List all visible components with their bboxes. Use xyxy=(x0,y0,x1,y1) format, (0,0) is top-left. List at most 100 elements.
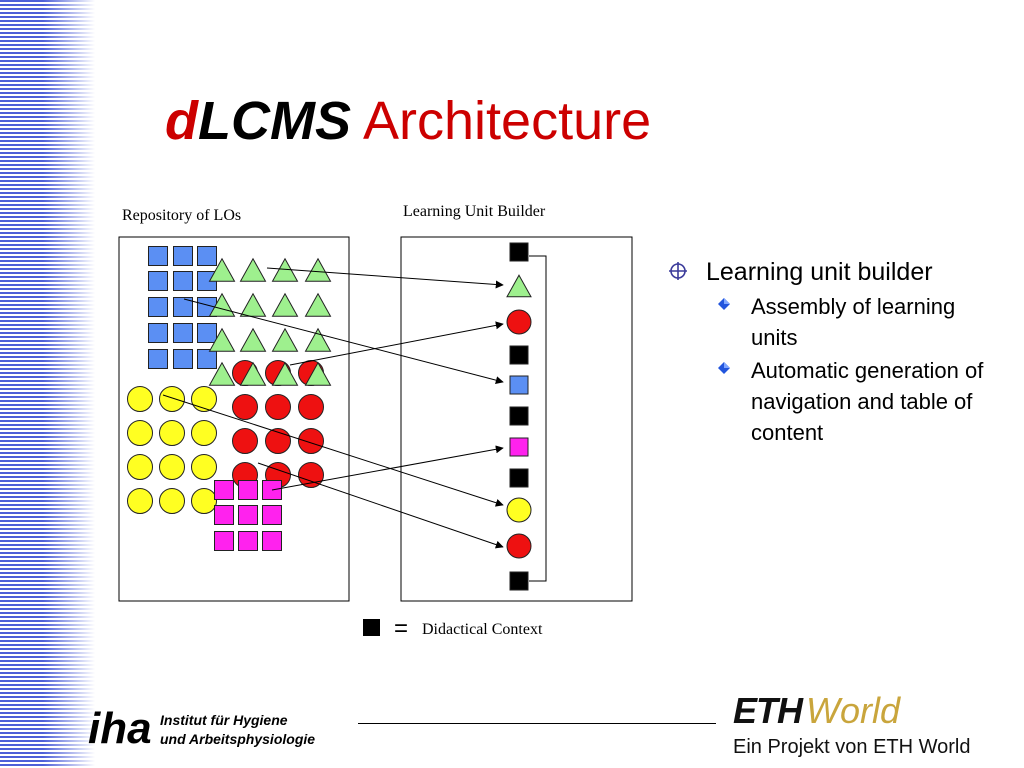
yellow-circle-lo xyxy=(127,420,153,446)
subbullet-assembly: Assembly of learning units xyxy=(668,291,998,353)
arrow-red-circle-2 xyxy=(257,462,504,549)
bullet-text: Learning unit builder xyxy=(706,258,933,286)
diamond-bullet-icon xyxy=(718,298,730,310)
unit-magenta-square xyxy=(509,437,529,457)
builder-box xyxy=(400,236,633,602)
arrow-yellow-circle xyxy=(162,394,504,507)
green-triangle-lo xyxy=(239,361,267,386)
title-architecture: Architecture xyxy=(363,91,652,151)
magenta-square-lo xyxy=(214,531,234,551)
green-triangle-lo xyxy=(208,327,236,352)
green-triangle-lo xyxy=(271,292,299,317)
footer-divider xyxy=(358,723,716,724)
legend-equals: = xyxy=(394,615,408,642)
unit-red-circle xyxy=(506,309,532,335)
slide-title: dLCMS Architecture xyxy=(165,86,651,156)
yellow-circle-lo xyxy=(127,488,153,514)
arrow-red-circle xyxy=(289,321,504,366)
blue-square-lo xyxy=(148,246,168,266)
arrow-blue-square xyxy=(183,298,504,385)
green-triangle-lo xyxy=(304,292,332,317)
blue-square-lo xyxy=(173,323,193,343)
red-circle-lo xyxy=(232,428,258,454)
green-triangle-lo xyxy=(208,361,236,386)
unit-green-triangle xyxy=(506,274,532,298)
arrow-magenta-square xyxy=(271,445,504,491)
yellow-circle-lo xyxy=(191,488,217,514)
red-circle-lo xyxy=(265,394,291,420)
crosshair-bullet-icon xyxy=(669,262,687,280)
didactical-context-square xyxy=(509,571,529,591)
iha-line-1: Institut für Hygiene xyxy=(160,712,288,728)
iha-institute-name: Institut für Hygiene und Arbeitsphysiolo… xyxy=(160,711,315,749)
iha-logo-mark: iha xyxy=(88,704,152,753)
yellow-circle-lo xyxy=(191,454,217,480)
green-triangle-lo xyxy=(304,361,332,386)
blue-square-lo xyxy=(173,349,193,369)
blue-square-lo xyxy=(197,246,217,266)
magenta-square-lo xyxy=(214,480,234,500)
blue-square-lo xyxy=(197,323,217,343)
magenta-square-lo xyxy=(262,531,282,551)
legend-text: Didactical Context xyxy=(422,621,543,638)
green-triangle-lo xyxy=(239,257,267,282)
unit-yellow-circle xyxy=(506,497,532,523)
red-circle-lo xyxy=(232,394,258,420)
yellow-circle-lo xyxy=(159,420,185,446)
context-legend-square xyxy=(363,619,380,636)
didactical-context-square xyxy=(509,406,529,426)
unit-red-circle xyxy=(506,533,532,559)
blue-square-lo xyxy=(173,246,193,266)
green-triangle-lo xyxy=(304,327,332,352)
red-circle-lo xyxy=(298,462,324,488)
yellow-circle-lo xyxy=(159,454,185,480)
red-circle-lo xyxy=(298,428,324,454)
yellow-circle-lo xyxy=(159,488,185,514)
diamond-bullet-icon xyxy=(718,362,730,374)
blue-square-lo xyxy=(148,323,168,343)
decorative-stripe-bar xyxy=(0,0,95,768)
arrow-triangle xyxy=(266,267,504,289)
repository-items xyxy=(127,246,332,551)
sequence-bracket xyxy=(529,255,547,582)
magenta-square-lo xyxy=(238,505,258,525)
red-circle-lo xyxy=(298,394,324,420)
learning-unit-items xyxy=(506,242,532,591)
eth-bold-text: ETH xyxy=(733,690,803,731)
green-triangle-lo xyxy=(239,327,267,352)
eth-world-text: World xyxy=(806,690,901,731)
assembly-arrows xyxy=(162,267,504,549)
yellow-circle-lo xyxy=(127,454,153,480)
yellow-circle-lo xyxy=(191,420,217,446)
builder-label: Learning Unit Builder xyxy=(403,203,546,220)
subbullet-automatic-generation: Automatic generation of navigation and t… xyxy=(668,355,998,448)
green-triangle-lo xyxy=(208,257,236,282)
didactical-context-square xyxy=(509,242,529,262)
title-d: d xyxy=(165,91,198,151)
unit-blue-square xyxy=(509,375,529,395)
green-triangle-lo xyxy=(271,327,299,352)
repository-label: Repository of LOs xyxy=(122,207,241,224)
magenta-square-lo xyxy=(262,505,282,525)
magenta-square-lo xyxy=(238,531,258,551)
bullet-learning-unit-builder: Learning unit builder xyxy=(668,256,998,289)
green-triangle-lo xyxy=(271,361,299,386)
blue-square-lo xyxy=(148,297,168,317)
yellow-circle-lo xyxy=(127,386,153,412)
bullet-list: Learning unit builder Assembly of learni… xyxy=(668,256,998,448)
repository-box xyxy=(118,236,350,602)
magenta-square-lo xyxy=(214,505,234,525)
yellow-circle-lo xyxy=(159,386,185,412)
subbullet-text: Automatic generation of navigation and t… xyxy=(751,358,984,445)
subbullet-text: Assembly of learning units xyxy=(751,294,956,350)
blue-square-lo xyxy=(173,297,193,317)
green-triangle-lo xyxy=(304,257,332,282)
didactical-context-square xyxy=(509,345,529,365)
blue-square-lo xyxy=(173,271,193,291)
iha-line-2: und Arbeitsphysiologie xyxy=(160,731,316,747)
didactical-context-square xyxy=(509,468,529,488)
eth-tagline: Ein Projekt von ETH World xyxy=(733,736,971,758)
magenta-square-lo xyxy=(238,480,258,500)
